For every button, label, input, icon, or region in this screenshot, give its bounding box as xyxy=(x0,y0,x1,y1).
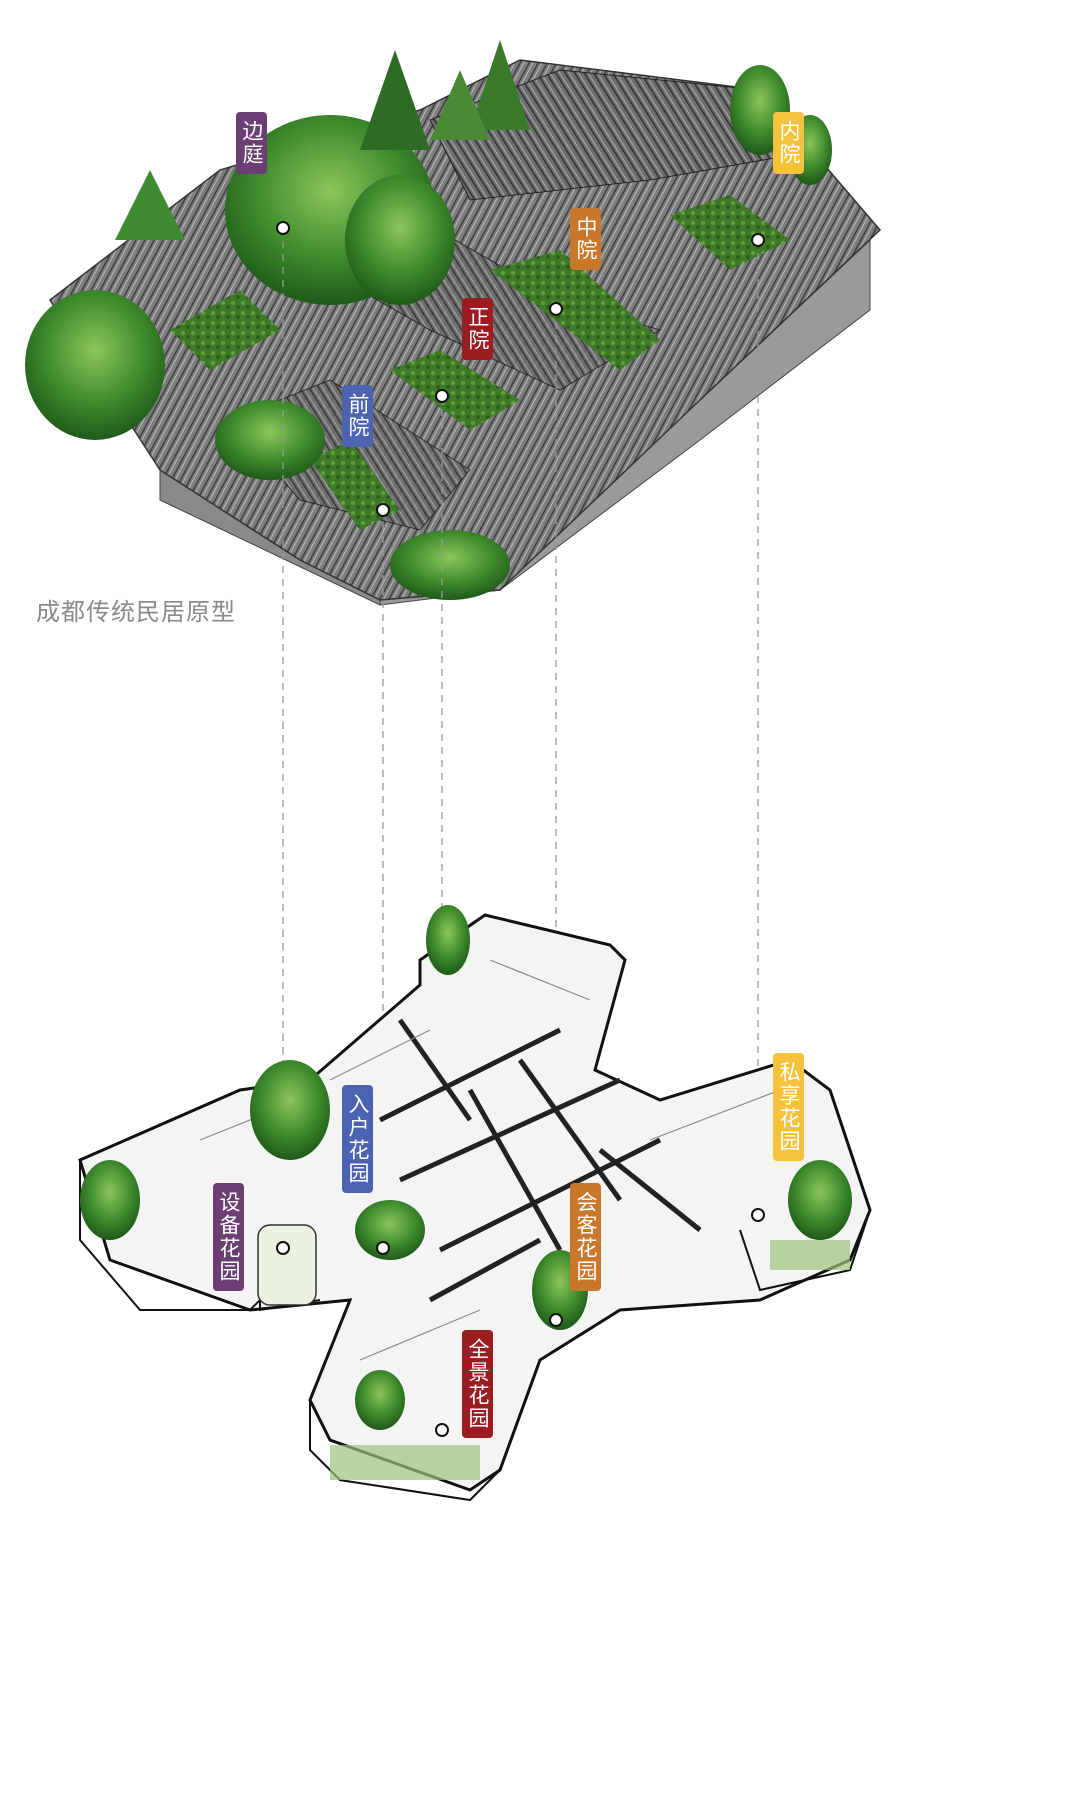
label-equipment-garden: 设备花园 xyxy=(213,1183,244,1291)
cylinder-planter xyxy=(258,1225,316,1305)
garden-trees-top xyxy=(426,905,470,975)
dot-equipment xyxy=(277,1242,289,1254)
label-main-courtyard: 正院 xyxy=(462,298,493,360)
conifer-1 xyxy=(360,50,430,150)
lower-glass-garden xyxy=(330,1445,480,1480)
label-panorama-garden: 全景花园 xyxy=(462,1330,493,1438)
dot-panorama xyxy=(436,1424,448,1436)
dot-reception xyxy=(550,1314,562,1326)
garden-trees-entry xyxy=(250,1060,330,1160)
tree-cluster-left xyxy=(25,290,165,440)
traditional-house-model xyxy=(25,40,880,605)
label-inner-courtyard: 内院 xyxy=(773,112,804,174)
tree-bottom xyxy=(390,530,510,600)
garden-trees-private xyxy=(788,1160,852,1240)
prototype-caption: 成都传统民居原型 xyxy=(36,592,236,627)
label-middle-courtyard: 中院 xyxy=(570,208,601,270)
garden-trees-panorama xyxy=(355,1370,405,1430)
tree-cluster-center2 xyxy=(345,175,455,305)
label-entry-garden: 入户花园 xyxy=(342,1085,373,1193)
dot-main xyxy=(436,390,448,402)
dot-front xyxy=(377,504,389,516)
lower-glass-garden-2 xyxy=(770,1240,850,1270)
dot-inner xyxy=(752,234,764,246)
label-side-courtyard: 边庭 xyxy=(236,112,267,174)
label-reception-garden: 会客花园 xyxy=(570,1183,601,1291)
dot-entry xyxy=(377,1242,389,1254)
tree-front xyxy=(215,400,325,480)
garden-trees-front xyxy=(355,1200,425,1260)
dot-side xyxy=(277,222,289,234)
dot-private xyxy=(752,1209,764,1221)
label-front-courtyard: 前院 xyxy=(342,385,373,447)
garden-trees-equipment xyxy=(80,1160,140,1240)
dot-middle xyxy=(550,303,562,315)
label-private-garden: 私享花园 xyxy=(773,1053,804,1161)
